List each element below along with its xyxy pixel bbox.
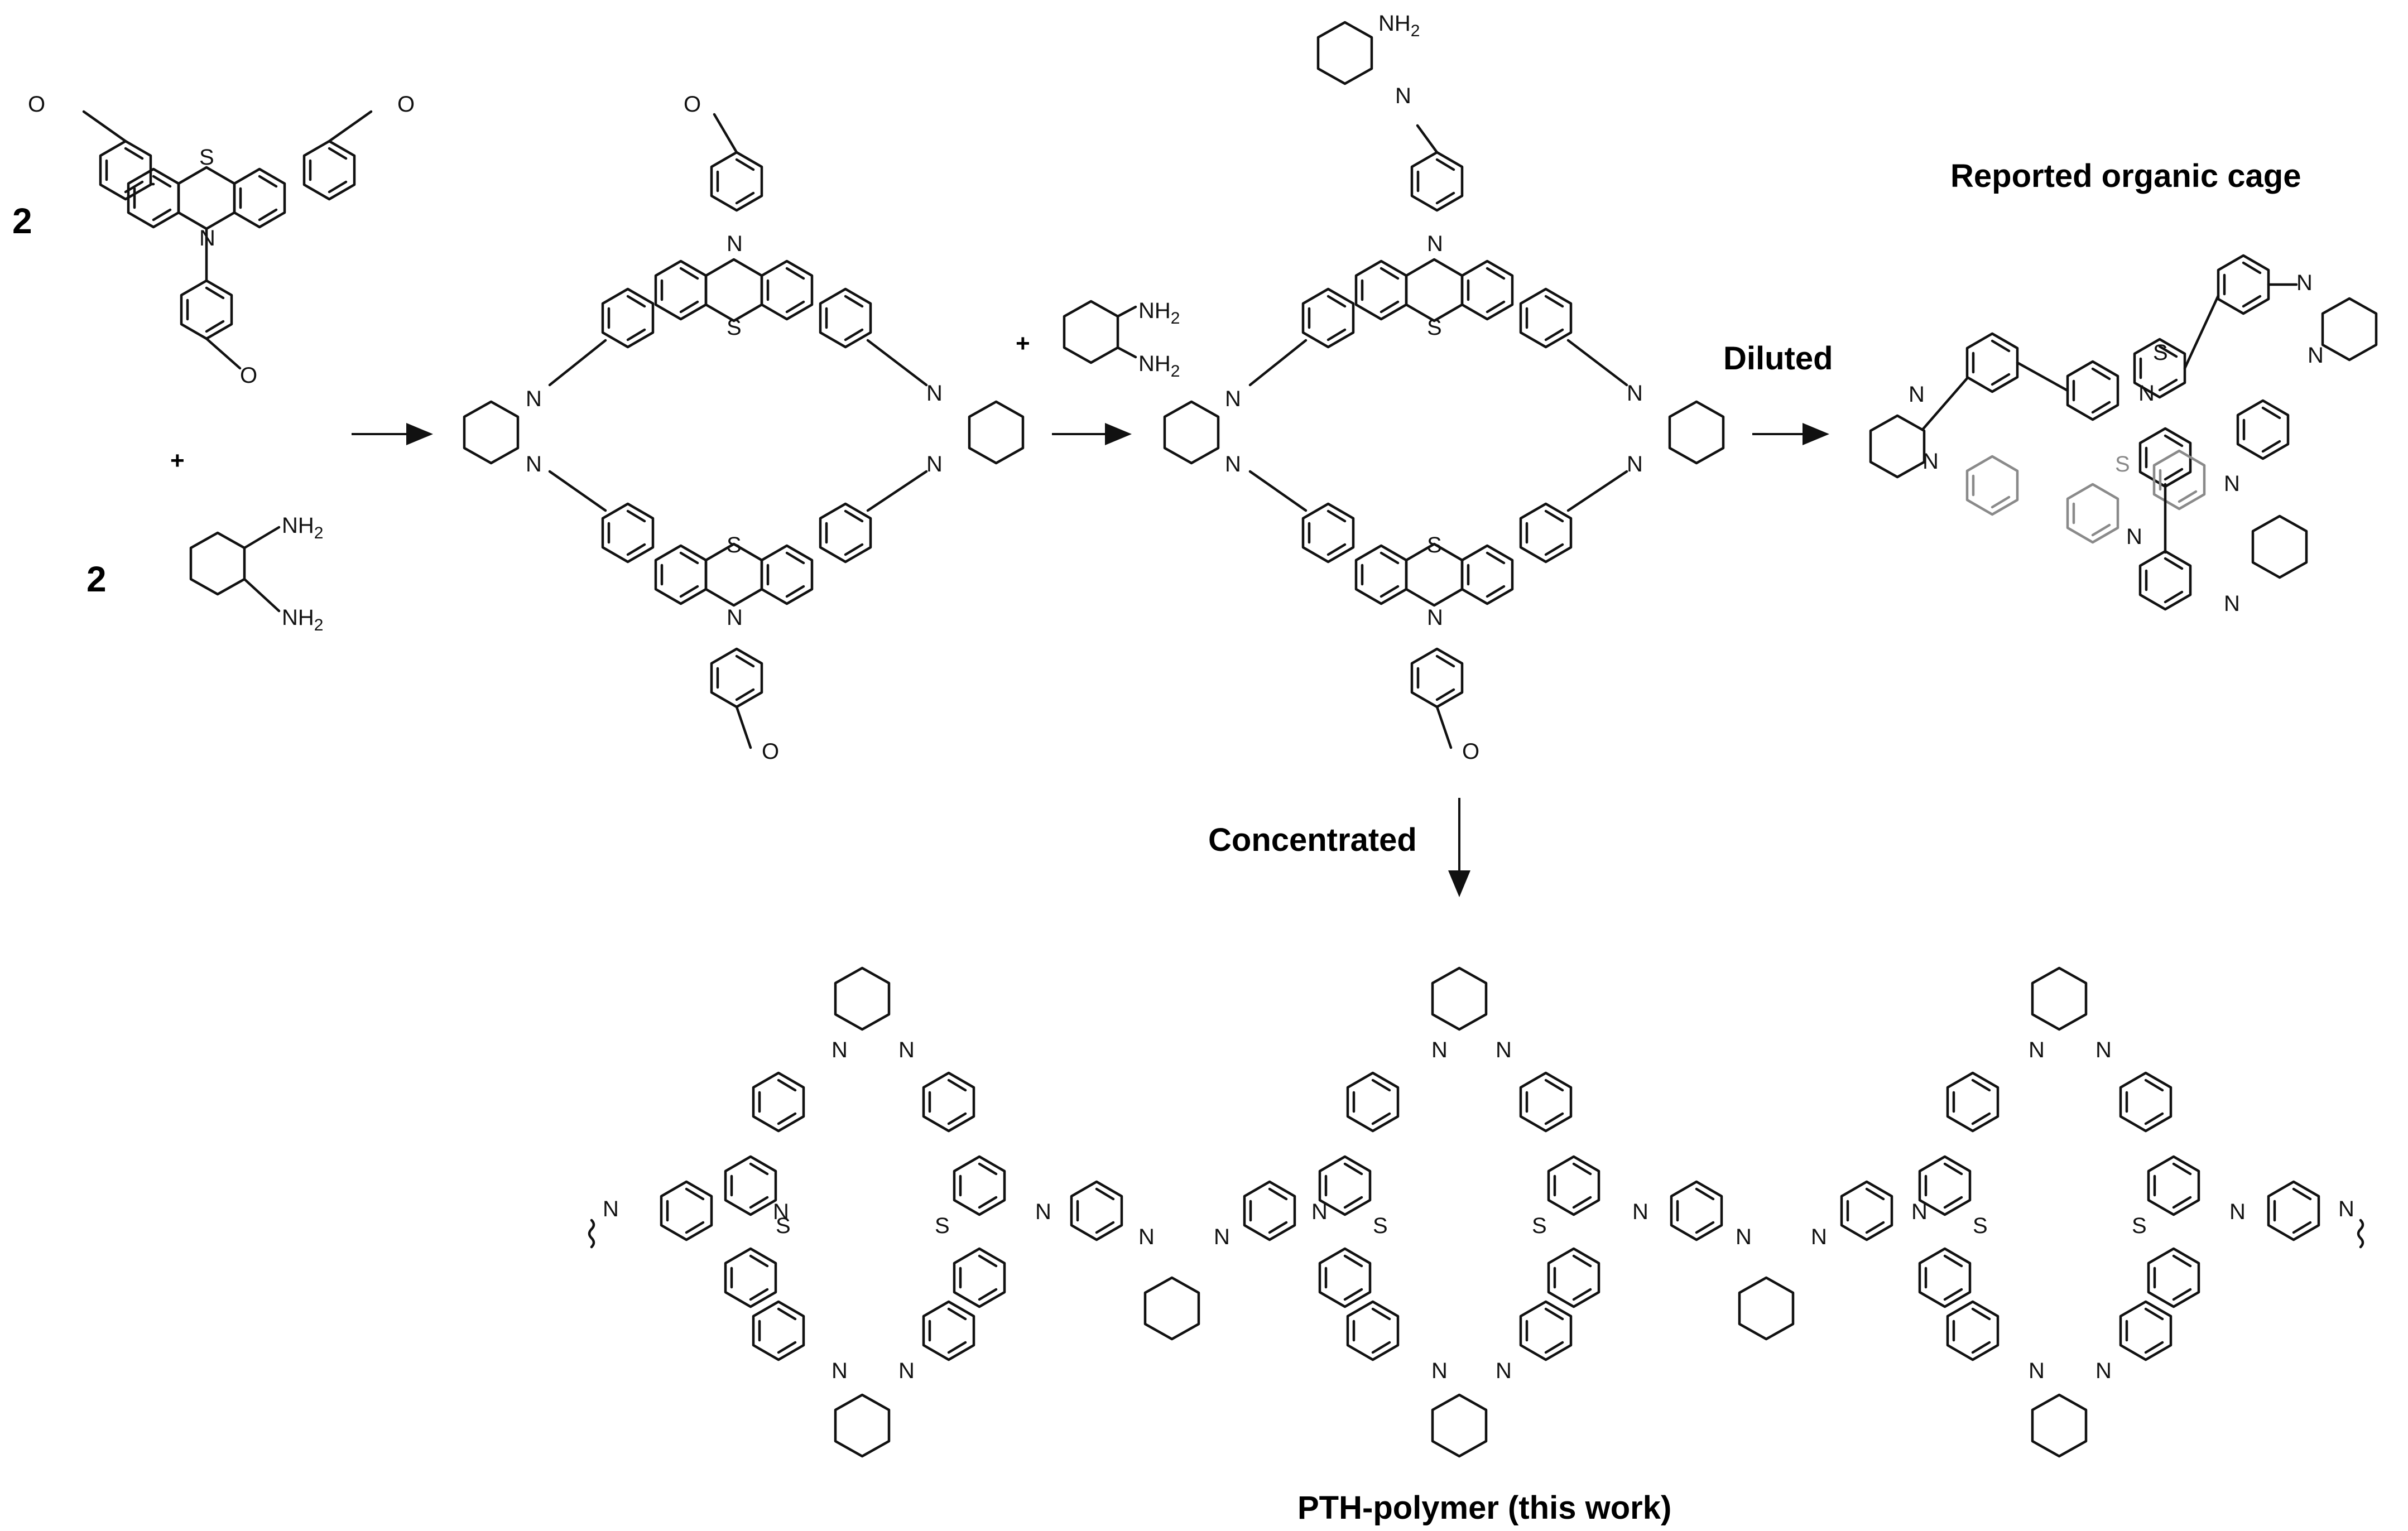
svg-text:N: N bbox=[1627, 452, 1643, 476]
svg-text:N: N bbox=[926, 452, 943, 476]
svg-text:N: N bbox=[526, 387, 542, 411]
svg-text:N: N bbox=[831, 1038, 848, 1062]
svg-text:N: N bbox=[2224, 591, 2240, 616]
reported-organic-cage: N N S N N N S N N N bbox=[1871, 256, 2376, 616]
svg-text:S: S bbox=[727, 315, 742, 340]
svg-text:N: N bbox=[1496, 1038, 1512, 1062]
svg-text:N: N bbox=[1431, 1359, 1448, 1383]
svg-text:N: N bbox=[1214, 1225, 1230, 1249]
svg-text:O: O bbox=[684, 92, 701, 117]
svg-text:S: S bbox=[2115, 452, 2130, 476]
svg-text:N: N bbox=[1395, 84, 1411, 108]
svg-text:N: N bbox=[2095, 1359, 2112, 1383]
svg-text:N: N bbox=[2138, 381, 2155, 406]
svg-text:S: S bbox=[1427, 315, 1442, 340]
svg-text:N: N bbox=[1427, 605, 1443, 630]
svg-text:O: O bbox=[28, 92, 45, 117]
svg-text:N: N bbox=[1427, 232, 1443, 256]
plus-sign-2: + bbox=[1016, 330, 1030, 357]
svg-text:NH2: NH2 bbox=[282, 513, 323, 542]
svg-text:NH2: NH2 bbox=[282, 605, 323, 634]
cyclohexanediamine-reagent: NH2 NH2 bbox=[191, 513, 323, 634]
plus-sign-1: + bbox=[170, 447, 185, 474]
trialdehyde-monomer: O O O S N bbox=[28, 92, 415, 388]
svg-text:N: N bbox=[1811, 1225, 1827, 1249]
svg-text:N: N bbox=[1431, 1038, 1448, 1062]
svg-text:N: N bbox=[2338, 1197, 2354, 1221]
svg-text:O: O bbox=[240, 363, 257, 388]
svg-text:N: N bbox=[831, 1359, 848, 1383]
svg-text:N: N bbox=[727, 605, 743, 630]
svg-text:S: S bbox=[1427, 533, 1442, 557]
macrocycle-intermediate-1: O N S N N N N S N O bbox=[464, 92, 1023, 764]
svg-text:S: S bbox=[1973, 1214, 1988, 1238]
svg-text:N: N bbox=[1736, 1225, 1752, 1249]
reported-cage-title: Reported organic cage bbox=[1950, 158, 2301, 194]
svg-text:N: N bbox=[773, 1200, 789, 1224]
svg-text:NH2: NH2 bbox=[1138, 299, 1180, 328]
svg-text:N: N bbox=[1035, 1200, 1051, 1224]
svg-text:N: N bbox=[1225, 452, 1241, 476]
svg-text:S: S bbox=[776, 1214, 791, 1238]
svg-text:N: N bbox=[1138, 1225, 1155, 1249]
svg-text:N: N bbox=[2029, 1359, 2045, 1383]
svg-text:N: N bbox=[2229, 1200, 2246, 1224]
svg-text:S: S bbox=[727, 533, 742, 557]
svg-text:S: S bbox=[199, 145, 214, 170]
svg-text:NH2: NH2 bbox=[1378, 11, 1420, 40]
svg-text:S: S bbox=[935, 1214, 950, 1238]
svg-text:N: N bbox=[2308, 343, 2324, 368]
svg-text:NH2: NH2 bbox=[1138, 352, 1180, 381]
svg-text:S: S bbox=[2153, 340, 2168, 365]
svg-text:S: S bbox=[1532, 1214, 1547, 1238]
svg-text:S: S bbox=[1373, 1214, 1388, 1238]
concentrated-label: Concentrated bbox=[1208, 822, 1417, 858]
cyclohexanediamine-reagent-2: NH2 NH2 bbox=[1064, 299, 1180, 381]
svg-text:N: N bbox=[1922, 449, 1939, 474]
coefficient-dialdehyde: 2 bbox=[12, 201, 32, 241]
svg-text:N: N bbox=[1632, 1200, 1648, 1224]
svg-text:N: N bbox=[727, 232, 743, 256]
svg-text:N: N bbox=[2095, 1038, 2112, 1062]
svg-text:N: N bbox=[898, 1359, 915, 1383]
coefficient-diamine: 2 bbox=[86, 559, 107, 599]
svg-text:N: N bbox=[603, 1197, 619, 1221]
svg-text:N: N bbox=[898, 1038, 915, 1062]
diluted-label: Diluted bbox=[1723, 340, 1833, 377]
svg-text:N: N bbox=[926, 381, 943, 406]
svg-text:N: N bbox=[1909, 382, 1925, 407]
svg-text:N: N bbox=[2224, 471, 2240, 496]
polymer-label: PTH-polymer (this work) bbox=[1297, 1490, 1671, 1526]
svg-text:O: O bbox=[762, 739, 779, 764]
svg-text:O: O bbox=[1462, 739, 1479, 764]
svg-text:S: S bbox=[2132, 1214, 2147, 1238]
svg-text:N: N bbox=[1627, 381, 1643, 406]
svg-text:N: N bbox=[1911, 1200, 1928, 1224]
svg-text:N: N bbox=[2029, 1038, 2045, 1062]
svg-text:N: N bbox=[2126, 524, 2142, 549]
macrocycle-intermediate-2: NH2 N N S N N N N S N O bbox=[1165, 11, 1723, 764]
svg-text:N: N bbox=[1311, 1200, 1328, 1224]
pth-polymer: N N N N S S N N N N N N N N S S bbox=[588, 968, 2364, 1456]
svg-text:N: N bbox=[199, 226, 215, 251]
svg-text:O: O bbox=[397, 92, 415, 117]
svg-text:N: N bbox=[2296, 271, 2313, 295]
svg-text:N: N bbox=[526, 452, 542, 476]
svg-text:N: N bbox=[1225, 387, 1241, 411]
svg-text:N: N bbox=[1496, 1359, 1512, 1383]
